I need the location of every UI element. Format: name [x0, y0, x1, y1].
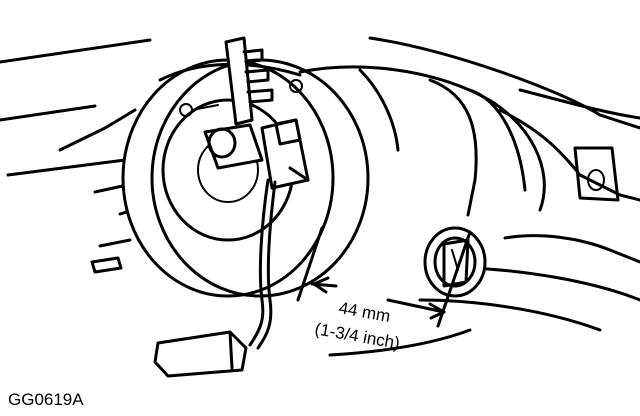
lock-cylinder [423, 226, 487, 298]
wire-plug [153, 330, 248, 378]
column-shroud [298, 65, 546, 217]
panel-slot [90, 256, 123, 274]
steering-column-outline [0, 36, 640, 357]
measurement-metric-label: 44 mm [337, 298, 391, 326]
measurement-guides [296, 226, 472, 328]
top-connector-tab [224, 36, 274, 126]
figure-code: GG0619A [8, 390, 84, 409]
wire-harness [248, 178, 277, 350]
center-connector [203, 118, 310, 190]
right-panel-opening [573, 146, 620, 202]
